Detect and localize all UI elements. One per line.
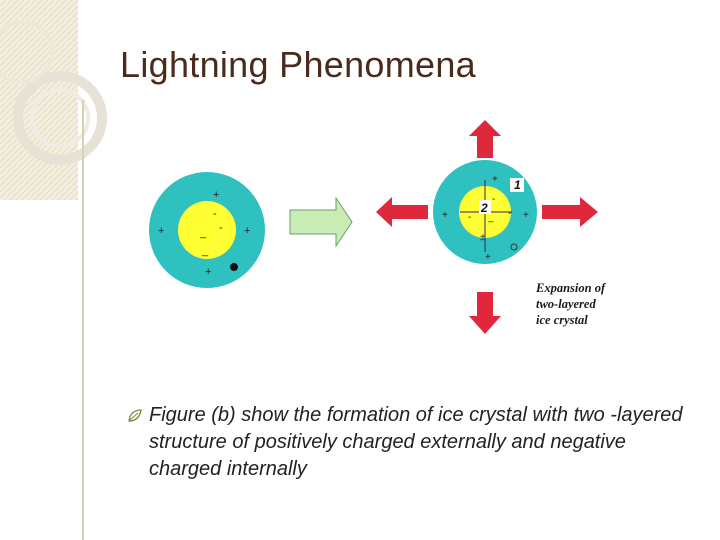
- left-outer-charge: +: [205, 266, 211, 278]
- expansion-arrow-right: [542, 197, 598, 227]
- bullet-point: Figure (b) show the formation of ice cry…: [128, 402, 703, 483]
- right-ice-crystal: + + + + + - _ - - _ 1 2: [433, 160, 537, 264]
- left-outer-charge: +: [158, 225, 164, 237]
- process-arrow: [290, 198, 352, 246]
- right-outer-charge: +: [485, 252, 491, 263]
- left-rule-divider: [82, 100, 84, 540]
- caption-line: ice crystal: [536, 312, 646, 328]
- left-inner-charge: _: [199, 227, 207, 239]
- left-outer-charge: +: [244, 225, 250, 237]
- slide-title: Lightning Phenomena: [120, 44, 476, 86]
- right-inner-charge: -: [508, 208, 511, 219]
- label-1: 1: [514, 178, 521, 192]
- right-inner-charge: -: [492, 194, 495, 205]
- caption-line: Expansion of: [536, 280, 646, 296]
- left-ice-crystal: + + + + - - _ _: [149, 172, 265, 288]
- right-outer-charge: +: [492, 174, 498, 185]
- leaf-bullet-icon: [128, 409, 142, 423]
- bullet-text: Figure (b) show the formation of ice cry…: [128, 402, 703, 483]
- left-inner-charge: -: [213, 208, 217, 220]
- expansion-arrow-down: [469, 292, 501, 334]
- black-dot: [230, 263, 238, 271]
- left-outer-charge: +: [213, 189, 219, 201]
- right-outer-charge: +: [442, 210, 448, 221]
- caption-line: two-layered: [536, 296, 646, 312]
- expansion-arrow-left: [376, 197, 428, 227]
- expansion-arrow-up: [469, 120, 501, 158]
- left-inner-charge: -: [219, 222, 223, 234]
- figure-caption: Expansion of two-layered ice crystal: [536, 280, 646, 328]
- label-2: 2: [480, 201, 488, 215]
- left-inner-charge: _: [201, 245, 209, 257]
- right-inner-charge: -: [468, 212, 471, 223]
- right-outer-charge: +: [523, 210, 529, 221]
